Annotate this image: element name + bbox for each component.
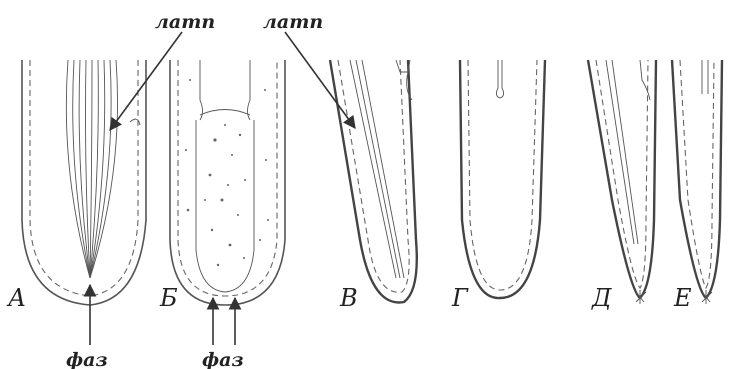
tail-panel-v bbox=[330, 60, 417, 302]
latp-label-right: латп bbox=[263, 11, 323, 33]
pointer-arrows bbox=[90, 32, 355, 345]
stipple-dots-b bbox=[185, 79, 269, 266]
panel-label-e: Е bbox=[673, 284, 692, 312]
faz-label-left: фаз bbox=[66, 349, 108, 369]
panel-label-a: А bbox=[6, 284, 26, 312]
panel-label-b: Б bbox=[159, 284, 178, 312]
panel-label-g: Г bbox=[451, 284, 469, 312]
faz-label-right: фаз bbox=[202, 349, 244, 369]
panel-label-v: В bbox=[339, 284, 358, 312]
tail-panel-d bbox=[588, 60, 656, 304]
tail-panel-a bbox=[22, 60, 146, 305]
lateral-lines-a bbox=[66, 60, 117, 278]
latp-label-left: латп bbox=[155, 11, 215, 33]
tail-panel-g bbox=[460, 60, 545, 298]
tail-panel-b bbox=[170, 60, 285, 305]
panel-label-d: Д bbox=[591, 284, 612, 312]
tail-panel-e bbox=[672, 60, 722, 304]
